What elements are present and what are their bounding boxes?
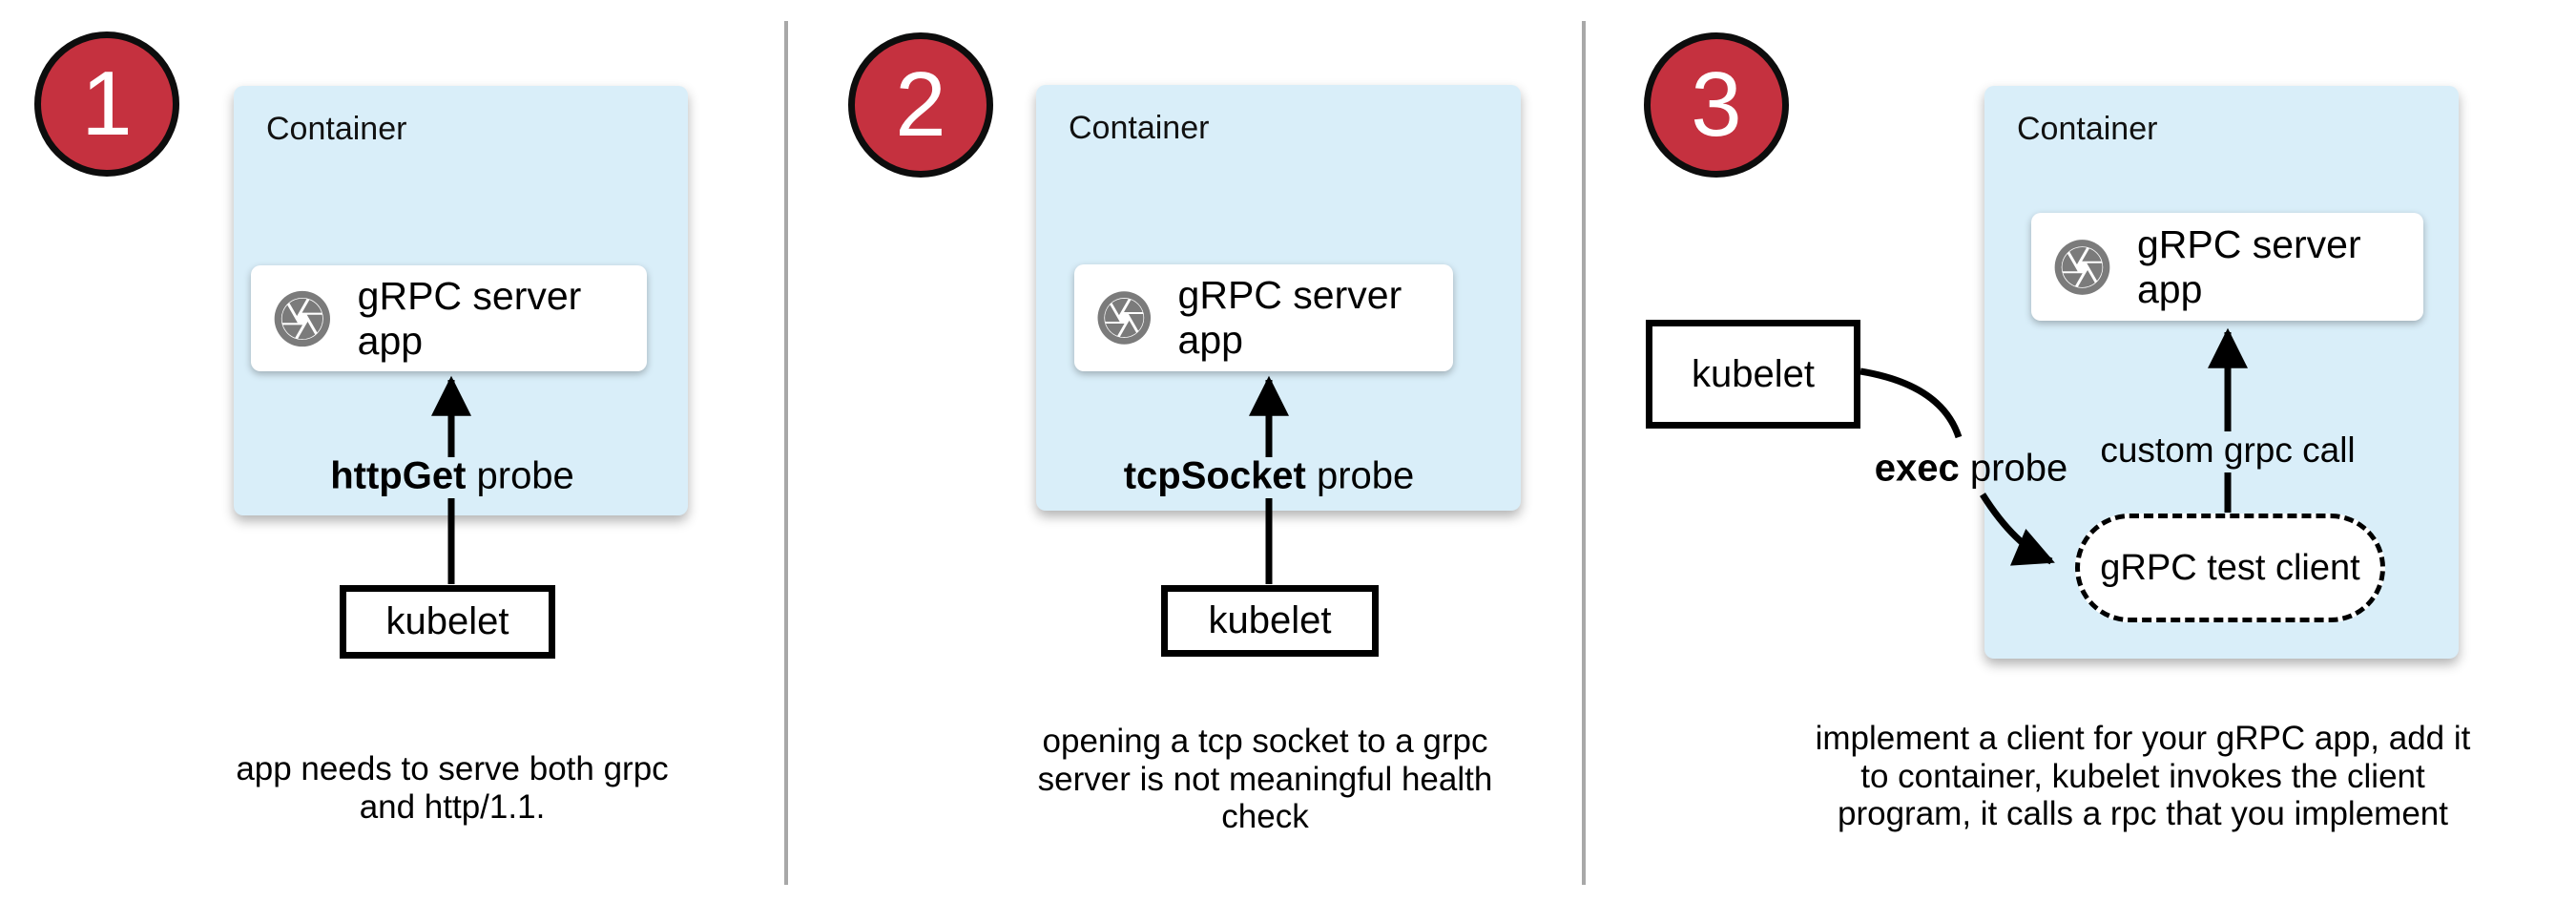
- step-badge-1: 1: [34, 31, 179, 177]
- aperture-icon: [1097, 291, 1152, 345]
- kubelet-label: kubelet: [1208, 599, 1332, 641]
- container-label: Container: [1069, 110, 1210, 146]
- grpc-server-app-label: gRPC server app: [1177, 273, 1402, 362]
- container-label: Container: [2017, 111, 2158, 147]
- grpc-server-app-box-1: gRPC server app: [251, 265, 647, 371]
- kubelet-box-3: kubelet: [1646, 320, 1860, 429]
- probe-word: probe: [1305, 454, 1415, 497]
- panel-caption-1: app needs to serve both grpc and http/1.…: [236, 750, 669, 826]
- kubelet-label: kubelet: [385, 600, 509, 642]
- probe-label-1: httpGet probe: [330, 455, 574, 498]
- custom-grpc-call-label: custom grpc call: [2100, 430, 2356, 470]
- grpc-test-client-label: gRPC test client: [2100, 547, 2360, 588]
- probe-label-2: tcpSocket probe: [1124, 455, 1415, 498]
- container-label: Container: [266, 111, 407, 147]
- step-number: 1: [81, 52, 133, 155]
- panel-divider-1: [784, 21, 788, 885]
- panel-caption-3: implement a client for your gRPC app, ad…: [1815, 720, 2471, 833]
- step-badge-2: 2: [848, 32, 993, 178]
- step-badge-3: 3: [1644, 32, 1789, 178]
- probe-type: tcpSocket: [1123, 454, 1306, 497]
- aperture-icon: [274, 290, 331, 346]
- step-number: 3: [1691, 53, 1742, 156]
- grpc-server-app-box-3: gRPC server app: [2031, 213, 2423, 321]
- aperture-icon: [2054, 239, 2110, 295]
- probe-type: httpGet: [330, 454, 467, 497]
- kubelet-label: kubelet: [1692, 352, 1815, 395]
- step-number: 2: [895, 53, 946, 156]
- grpc-server-app-box-2: gRPC server app: [1074, 264, 1453, 371]
- probe-type: exec: [1874, 447, 1960, 490]
- kubelet-box-1: kubelet: [340, 585, 555, 659]
- probe-word: probe: [466, 454, 574, 497]
- panel-divider-2: [1582, 21, 1586, 885]
- exec-probe-curve-upper: [1859, 367, 1963, 439]
- kubelet-box-2: kubelet: [1161, 585, 1379, 657]
- panel-caption-2: opening a tcp socket to a grpc server is…: [1037, 723, 1493, 836]
- grpc-server-app-label: gRPC server app: [357, 273, 582, 363]
- grpc-test-client-oval: gRPC test client: [2075, 514, 2385, 622]
- grpc-server-app-label: gRPC server app: [2136, 221, 2361, 311]
- probe-label-3: exec probe: [1875, 448, 2067, 491]
- probe-word: probe: [1959, 447, 2068, 490]
